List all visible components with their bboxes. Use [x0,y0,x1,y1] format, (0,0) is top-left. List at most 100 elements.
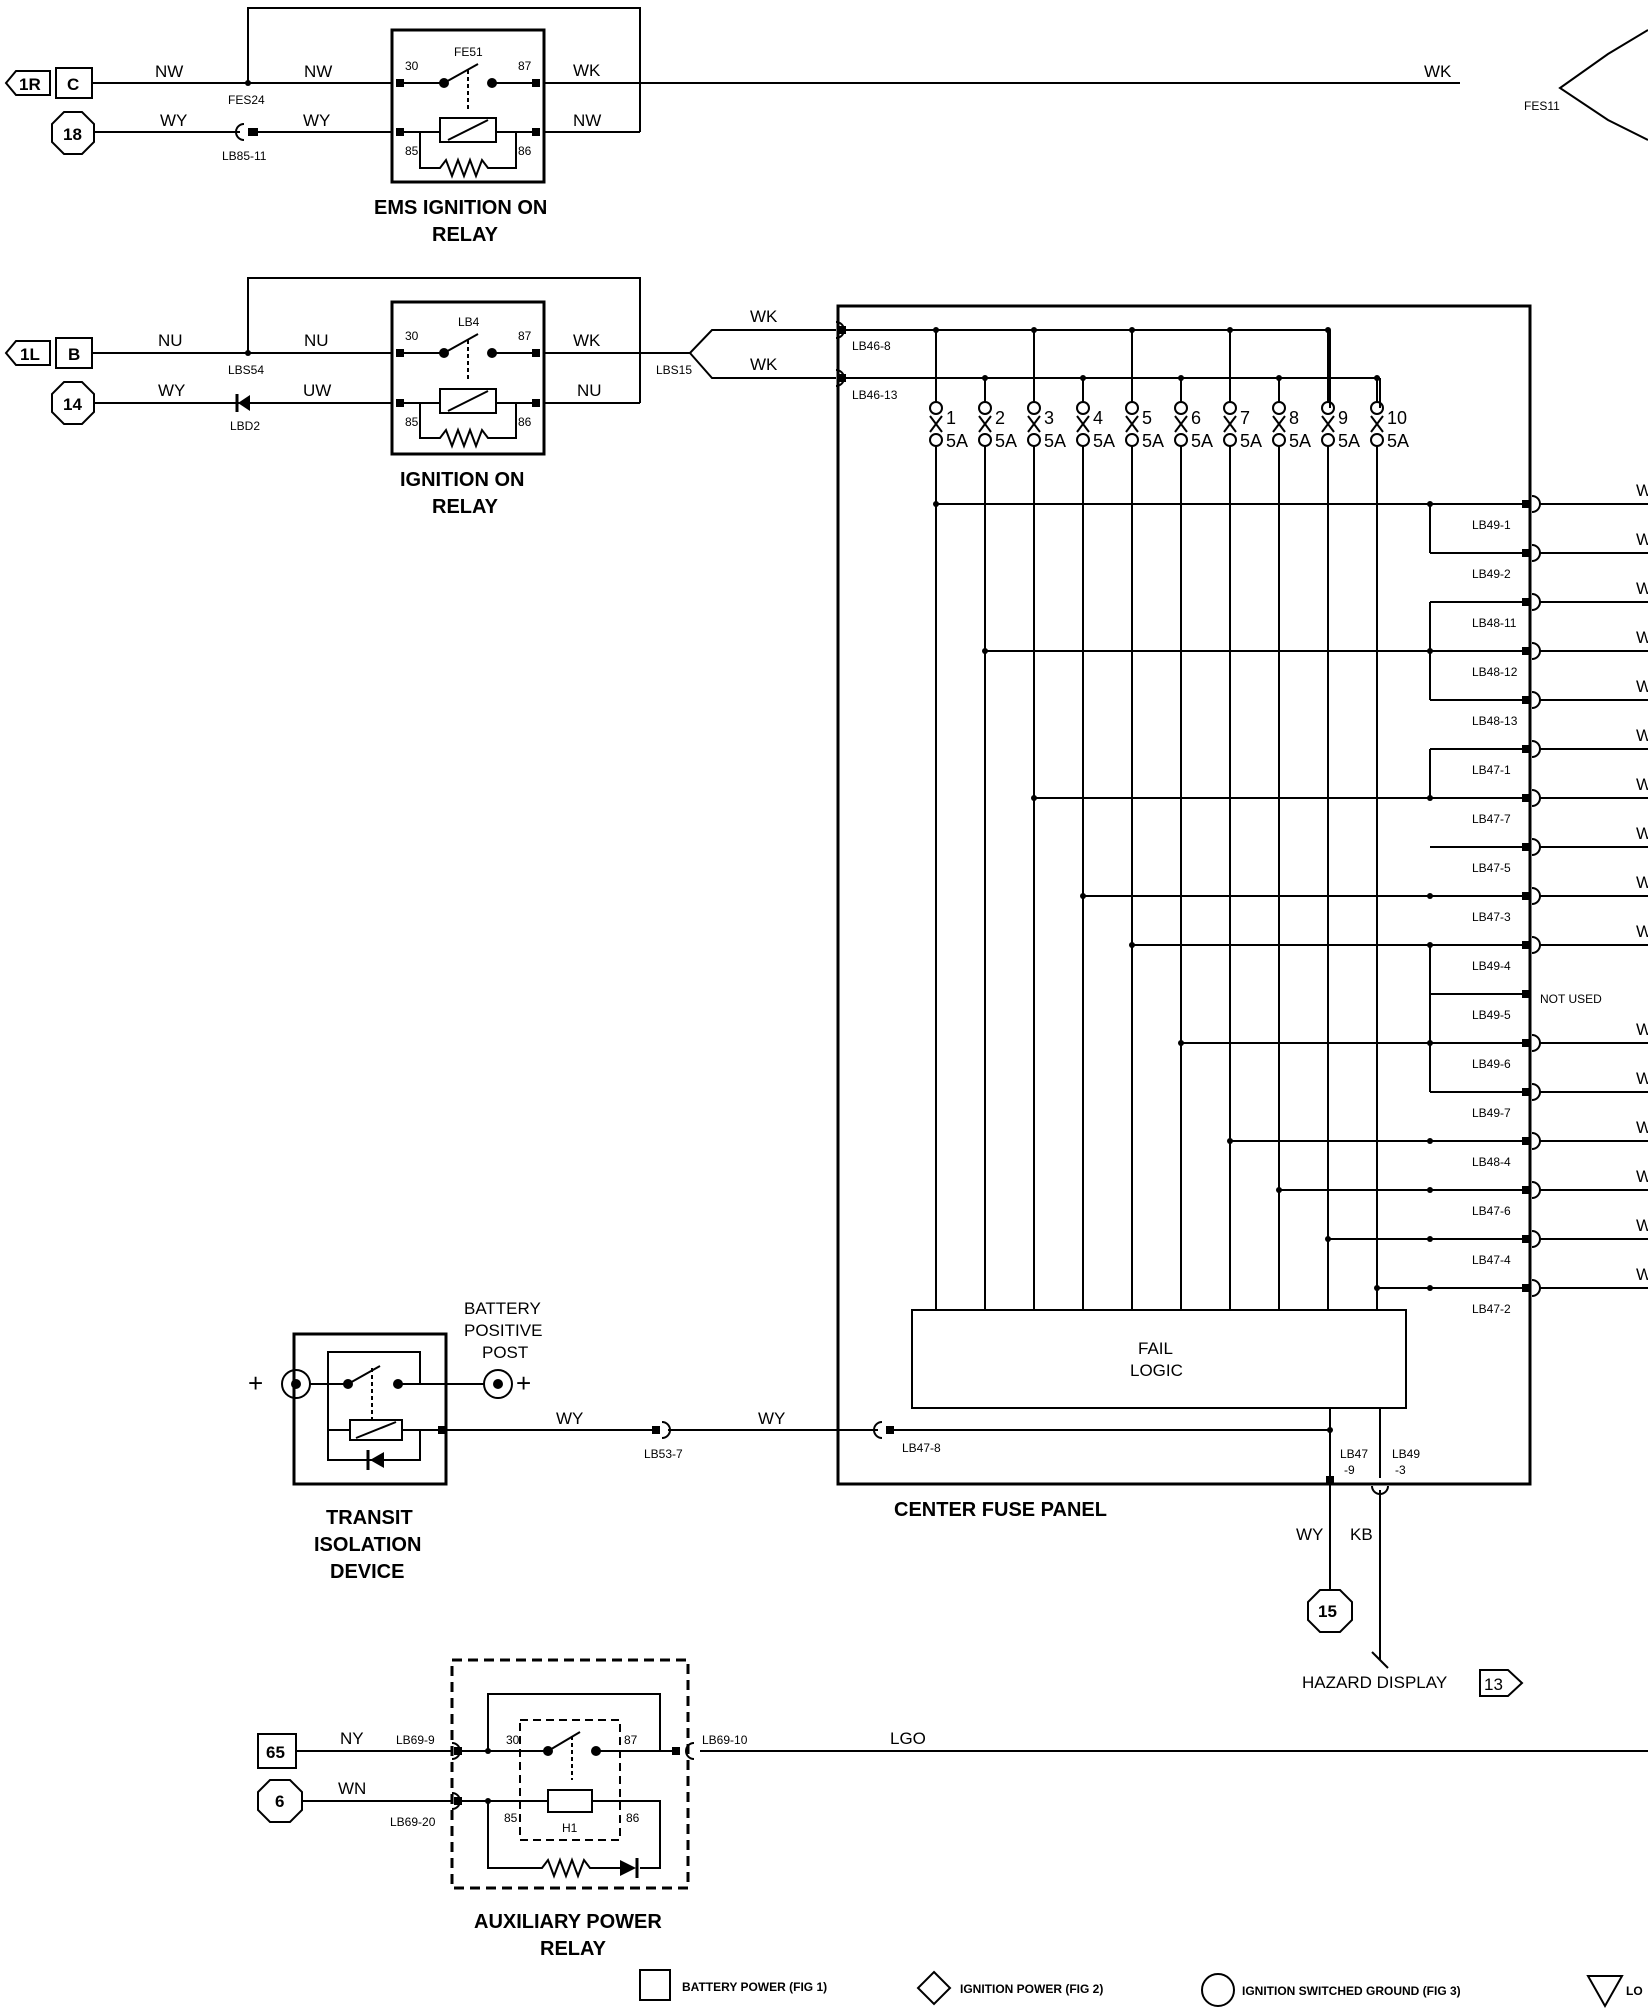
wire-wk-4: WK [750,307,778,326]
conn-lb49-3b: -3 [1395,1463,1406,1477]
conn-lb47-9b: -9 [1344,1463,1355,1477]
svg-text:85: 85 [405,415,419,429]
wire-ny: NY [340,1729,364,1748]
fuse-2: 25A [978,375,1017,1310]
wire-wk-2: WK [1424,62,1452,81]
ref-18: 18 [63,125,82,144]
ignition-relay: 1L B NU NU LBS54 14 WY UW LBD2 30 87 85 … [4,277,836,518]
center-fuse-panel: LB46-8 LB46-13 15A25A35A45A55A65A75A85A9… [835,304,1648,1697]
wire-nu-3: NU [577,381,602,400]
fuse-number: 7 [1240,408,1250,428]
ref-1r: 1R [19,75,41,94]
output-label: LB49-7 [1472,1106,1511,1120]
output-lb47-2: W LB47-2 [1430,1265,1648,1316]
tid-plus-right: + [516,1368,531,1398]
fuse-4: 45A [1076,375,1115,1310]
legend-battery: BATTERY POWER (FIG 1) [682,1980,827,1994]
aux-relay-outline [450,1658,690,1890]
output-label: LB49-4 [1472,959,1511,973]
wire-nw-3: NW [573,111,601,130]
ref-c: C [67,75,79,94]
svg-text:30: 30 [405,59,419,73]
conn-lb69-10: LB69-10 [702,1733,748,1747]
output-label: LB47-7 [1472,812,1511,826]
fuse-rating: 5A [1289,431,1311,451]
conn-lbd2: LBD2 [230,419,260,433]
wire-wk-5: WK [750,355,778,374]
fuse-rating: 5A [1044,431,1066,451]
ref-1l-tag [4,340,51,366]
battery-post-3: POST [482,1343,528,1362]
wire-wy-6: WY [758,1409,785,1428]
auxiliary-power-relay: 65 NY LB69-9 6 WN LB69-20 30 87 LB69-10 … [257,1658,1648,1960]
output-wire-label: W [1636,824,1648,843]
ign-relay-id: LB4 [458,315,480,329]
output-label: LB47-2 [1472,1302,1511,1316]
wire-lgo: LGO [890,1729,926,1748]
ref-13-tag [1479,1669,1524,1697]
output-label: LB47-5 [1472,861,1511,875]
output-lb47-5: W LB47-5 [1430,824,1648,875]
output-wire-label: W [1636,873,1648,892]
conn-lb53-7: LB53-7 [644,1447,683,1461]
battery-post-2: POSITIVE [464,1321,542,1340]
ref-13: 13 [1484,1675,1503,1694]
fuse-number: 6 [1191,408,1201,428]
ref-14: 14 [63,395,82,414]
ref-18-octagon [51,111,95,155]
tid-title-2: ISOLATION [314,1534,421,1556]
ign-relay-title-2: RELAY [432,496,499,518]
output-label: LB49-2 [1472,567,1511,581]
transit-isolation-device: + + BATTERY POSITIVE POST WY LB53-7 WY L… [248,1299,1333,1583]
legend: BATTERY POWER (FIG 1) IGNITION POWER (FI… [639,1969,1643,2009]
ref-15-octagon [1307,1589,1353,1633]
fuse-1: 15A [929,327,968,1310]
output-label: LB48-11 [1472,616,1517,630]
legend-ignition: IGNITION POWER (FIG 2) [960,1982,1103,1996]
output-lb49-6: W LB49-6 [1430,1020,1648,1071]
fuse-5: 55A [1125,327,1164,1310]
output-wire-label: W [1636,1118,1648,1137]
wire-wk-1: WK [573,61,601,80]
fail-logic-box [911,1309,1407,1409]
fuse-7: 75A [1223,327,1262,1310]
output-lb47-3: W LB47-3 [1430,873,1648,924]
legend-switched: IGNITION SWITCHED GROUND (FIG 3) [1242,1984,1461,1998]
output-label: LB47-1 [1472,763,1511,777]
ref-b: B [68,345,80,364]
tid-title-3: DEVICE [330,1561,404,1583]
fuse-number: 10 [1387,408,1407,428]
wire-nu-2: NU [304,331,329,350]
tid-plus-left: + [248,1368,263,1398]
output-label: LB49-5 [1472,1008,1511,1022]
ign-relay-title-1: IGNITION ON [400,469,524,491]
fuse-6: 65A [1174,375,1213,1310]
fuse-rating: 5A [995,431,1017,451]
output-wire-label: W [1636,1265,1648,1284]
ems-relay-id: FE51 [454,45,483,59]
output-label: LB47-3 [1472,910,1511,924]
output-label: LB47-4 [1472,1253,1511,1267]
output-wire-label: W [1636,677,1648,696]
fuse-number: 4 [1093,408,1103,428]
fuse-rating: 5A [1387,431,1409,451]
conn-lb47-9a: LB47 [1340,1447,1368,1461]
output-wire-label: W [1636,726,1648,745]
output-label: LB49-6 [1472,1057,1511,1071]
fuse-number: 9 [1338,408,1348,428]
hazard-display: HAZARD DISPLAY [1302,1673,1447,1692]
legend-square-icon [639,1969,671,2001]
output-wire-label: W [1636,1167,1648,1186]
output-wire-label: W [1636,1020,1648,1039]
fuse-number: 3 [1044,408,1054,428]
conn-lb85-11: LB85-11 [222,149,267,163]
fuse-number: 8 [1289,408,1299,428]
fuse-3: 35A [1027,327,1066,1310]
